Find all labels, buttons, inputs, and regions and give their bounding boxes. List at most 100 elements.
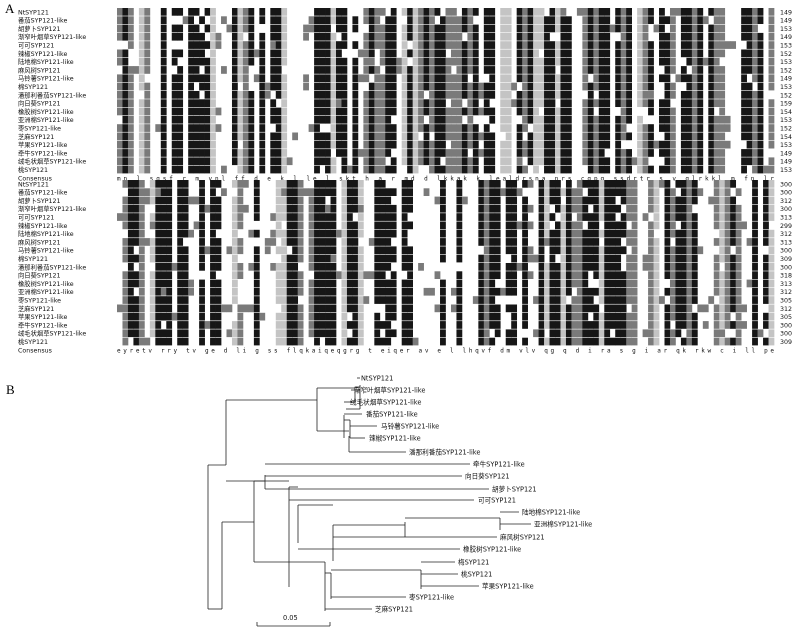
alignment-sequence-name: 绒毛状烟草SYP121-like (18, 157, 86, 166)
alignment-position-number: 313 (780, 215, 792, 222)
alignment-row-shading (117, 149, 764, 157)
alignment-position-number: 154 (780, 109, 792, 116)
alignment-position-number: 149 (780, 76, 792, 83)
tree-leaf-label: 马铃薯SYP121-like (381, 422, 439, 431)
alignment-position-number: 300 (780, 190, 792, 197)
alignment-row-shading (117, 107, 775, 116)
alignment-sequence-name: 辣椒SYP121-like (18, 49, 67, 58)
tree-leaf-label: 向日葵SYP121 (465, 472, 510, 481)
alignment-position-number: 152 (780, 92, 792, 99)
tree-leaf-label: 番茄SYP121-like (366, 410, 418, 419)
alignment-row-shading (117, 91, 764, 99)
alignment-row-shading (117, 132, 775, 141)
alignment-sequence-name: 渐窄叶烟草SYP121-like (18, 204, 86, 213)
alignment-sequence-name: 枣SYP121-like (18, 296, 61, 305)
alignment-position-number: 149 (780, 159, 792, 166)
alignment-position-number: 152 (780, 51, 792, 58)
alignment-sequence-name: 牵牛SYP121-like (18, 148, 67, 157)
alignment-sequence-name: 向日葵SYP121 (18, 271, 61, 280)
alignment-position-number: 313 (780, 239, 792, 246)
alignment-row-shading (122, 329, 775, 338)
alignment-sequence-name: 潘那利番茄SYP121-like (18, 90, 86, 99)
alignment-position-number: 153 (780, 142, 792, 149)
alignment-position-number: 318 (780, 273, 792, 280)
alignment-row-shading (122, 238, 775, 246)
panel-label-b: B (6, 382, 15, 397)
alignment-position-number: 300 (780, 322, 792, 329)
alignment-row-shading (122, 115, 775, 124)
tree-leaf-label: 潘那利番茄SYP121-like (409, 448, 480, 457)
alignment-position-number: 153 (780, 117, 792, 124)
alignment-consensus-sequence: eyretv rry tv ge d li g ss flqkaiqeqgrg … (117, 348, 774, 355)
alignment-row-shading (122, 287, 775, 296)
alignment-sequence-name: 棉SYP121 (18, 254, 48, 263)
alignment-row-shading (117, 32, 775, 41)
alignment-row-shading (117, 57, 775, 66)
alignment-row-shading (117, 140, 775, 149)
tree-leaf-label: 牵牛SYP121-like (473, 460, 525, 469)
alignment-sequence-name: 苹果SYP121-like (18, 312, 67, 321)
alignment-row-shading (117, 99, 775, 107)
alignment-position-number: 300 (780, 181, 792, 188)
tree-leaf-label: 亚洲棉SYP121-like (534, 520, 592, 529)
alignment-sequence-name: 马铃薯SYP121-like (18, 246, 74, 255)
alignment-row-shading (117, 49, 775, 58)
alignment-row-shading (122, 246, 775, 255)
alignment-position-number: 153 (780, 43, 792, 50)
alignment-row-shading (117, 8, 775, 16)
alignment-sequence-name: 枣SYP121-like (18, 124, 61, 133)
tree-leaf-label: 麻风树SYP121 (500, 533, 545, 542)
alignment-row-shading (122, 66, 775, 74)
alignment-sequence-name: 陆地棉SYP121-like (18, 229, 74, 238)
alignment-position-number: 305 (780, 298, 792, 305)
alignment-position-number: 149 (780, 9, 792, 16)
alignment-row-shading (127, 188, 775, 196)
alignment-sequence-name: 潘那利番茄SYP121-like (18, 262, 86, 271)
alignment-row-shading (127, 41, 775, 49)
alignment-position-number: 312 (780, 198, 792, 205)
alignment-sequence-name: 向日葵SYP121 (18, 99, 61, 108)
alignment-sequence-name: 辣椒SYP121-like (18, 221, 67, 230)
alignment-sequence-name: 亚洲棉SYP121-like (18, 115, 74, 124)
alignment-row-shading (127, 263, 775, 271)
alignment-sequence-name: 可可SYP121 (18, 214, 54, 222)
alignment-row-shading (122, 312, 775, 321)
alignment-row-shading (117, 16, 775, 24)
alignment-row-shading (117, 213, 775, 221)
alignment-sequence-name: 胡萝卜SYP121 (18, 196, 61, 205)
alignment-position-number: 300 (780, 248, 792, 255)
alignment-position-number: 312 (780, 306, 792, 313)
alignment-sequence-name: 桃SYP121 (18, 165, 48, 174)
alignment-sequence-name: 桃SYP121 (18, 337, 48, 346)
alignment-position-number: 153 (780, 26, 792, 33)
tree-leaf-label: 苹果SYP121-like (482, 582, 534, 591)
alignment-sequence-name: 番茄SYP121-like (18, 188, 67, 197)
tree-leaf-label: 胡萝卜SYP121 (492, 485, 537, 494)
tree-leaf-label: 渐窄叶烟草SYP121-like (354, 386, 425, 395)
alignment-sequence-name: 绒毛状烟草SYP121-like (18, 329, 86, 338)
tree-leaf-label: 枣SYP121-like (409, 593, 454, 602)
scale-bar-label: 0.05 (283, 614, 298, 622)
alignment-row-shading (122, 221, 769, 230)
alignment-row-shading (117, 165, 775, 174)
alignment-row-shading (122, 279, 775, 288)
alignment-row-shading (122, 196, 775, 205)
tree-leaf-label: 芝麻SYP121 (375, 605, 413, 614)
sequence-alignment: NtSYP121 149 番茄SYP121-like 149 胡萝卜SYP121 153 渐… (18, 8, 792, 355)
alignment-position-number: 153 (780, 84, 792, 91)
alignment-position-number: 154 (780, 134, 792, 141)
alignment-row-shading (117, 157, 775, 166)
alignment-sequence-name: 橡胶树SYP121-like (18, 279, 74, 288)
alignment-position-number: 153 (780, 167, 792, 174)
alignment-row-shading (122, 321, 775, 329)
alignment-sequence-name: NtSYP121 (18, 9, 49, 16)
alignment-position-number: 152 (780, 67, 792, 74)
tree-leaf-label: 绒毛状烟草SYP121-like (350, 398, 421, 407)
alignment-row-shading (122, 271, 775, 279)
alignment-position-number: 153 (780, 59, 792, 66)
alignment-row-shading (117, 304, 775, 313)
alignment-sequence-name: 牵牛SYP121-like (18, 320, 67, 329)
panel-label-a: A (5, 1, 15, 16)
alignment-sequence-name: NtSYP121 (18, 181, 49, 188)
alignment-position-number: 149 (780, 150, 792, 157)
